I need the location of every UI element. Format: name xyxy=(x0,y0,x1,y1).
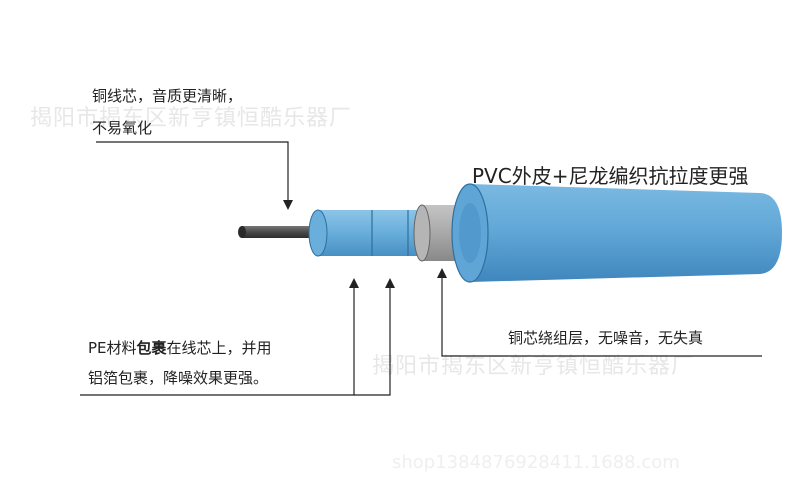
pvc-jacket xyxy=(451,183,782,283)
pe-foil-label: PE材料包裹在线芯上，并用 铝箔包裹，降噪效果更强。 xyxy=(88,336,272,390)
copper-core-label-line1: 铜线芯，音质更清晰， xyxy=(92,87,243,105)
pe-text-b: 包裹 xyxy=(136,339,167,357)
callout-pe-foil xyxy=(80,278,395,396)
pe-text-c: 在线芯上，并用 xyxy=(166,339,272,357)
pvc-jacket-label: PVC外皮+尼龙编织抗拉度更强 xyxy=(472,164,749,188)
pe-text-a: PE材料 xyxy=(88,339,137,357)
copper-core xyxy=(238,226,322,238)
watermark-top: 揭阳市揭东区新亨镇恒酷乐器厂 xyxy=(30,106,353,131)
shield-label: 铜芯绕组层，无噪音，无失真 xyxy=(508,329,704,347)
pe-foil-label-line2: 铝箔包裹，降噪效果更强。 xyxy=(88,369,269,387)
pe-insulation xyxy=(308,209,428,257)
copper-core-label: 铜线芯，音质更清晰， 不易氧化 xyxy=(92,84,242,140)
pe-foil-label-line1: PE材料包裹在线芯上，并用 xyxy=(88,336,272,360)
copper-core-label-line2: 不易氧化 xyxy=(92,119,153,137)
callout-shield xyxy=(437,268,762,357)
watermark-site: shop1384876928411.1688.com xyxy=(392,452,680,473)
watermark-mid: 揭阳市揭东区新亨镇恒酷乐器厂 xyxy=(372,354,695,379)
callout-copper-core xyxy=(96,141,293,210)
